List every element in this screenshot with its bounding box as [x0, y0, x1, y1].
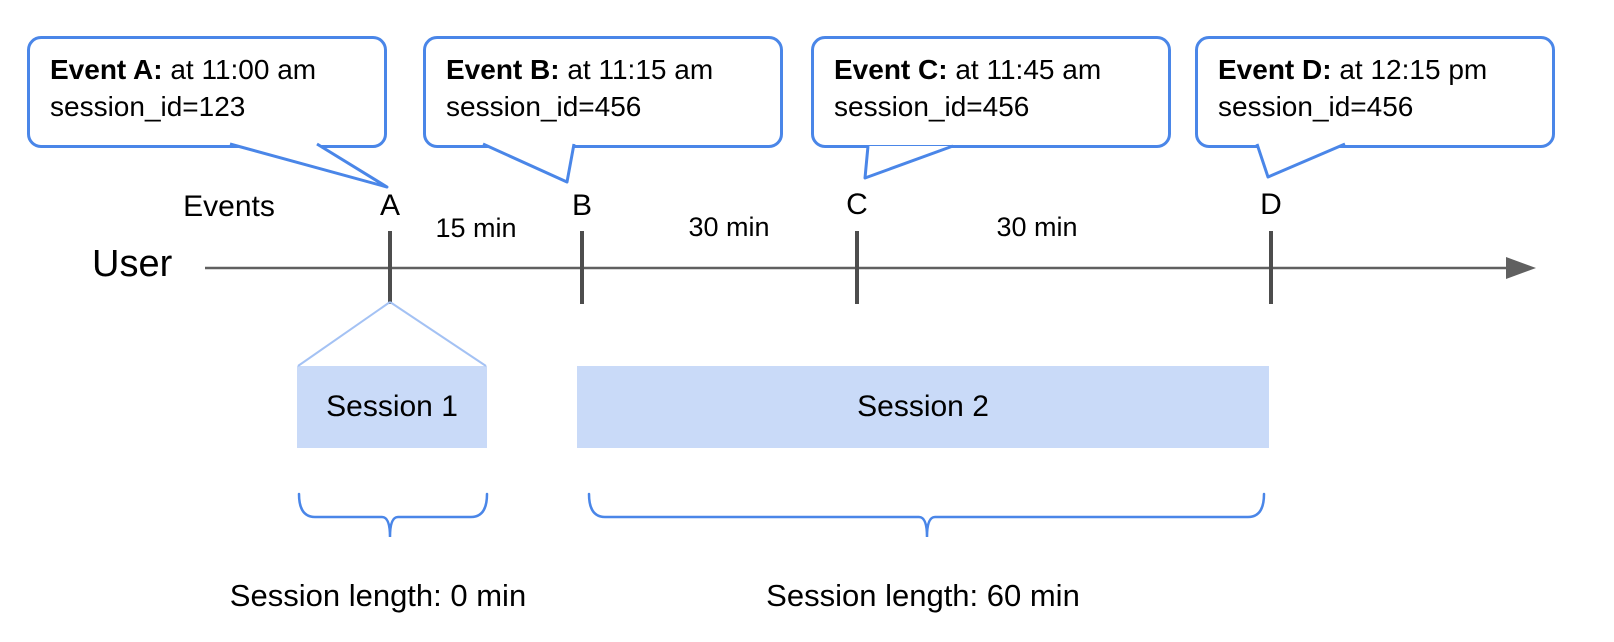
event-c-label: Event C: [834, 54, 948, 85]
callout-b-tail [482, 142, 576, 184]
callout-event-d: Event D: at 12:15 pm session_id=456 [1195, 36, 1555, 148]
callout-a-tail [229, 142, 389, 189]
session-2-bar: Session 2 [577, 366, 1269, 448]
events-row-label: Events [183, 190, 275, 223]
session-2-length-label: Session length: 60 min [766, 578, 1080, 613]
event-d-session-id: session_id=456 [1218, 91, 1414, 122]
callout-event-c-line1: Event C: at 11:45 am [834, 51, 1160, 88]
callout-event-b: Event B: at 11:15 am session_id=456 [423, 36, 783, 148]
event-a-session-id: session_id=123 [50, 91, 246, 122]
funnel-line-left [297, 301, 391, 367]
event-marker-b: B [571, 189, 593, 222]
timeline-arrowhead-icon [1506, 257, 1536, 279]
session-1-bar: Session 1 [297, 366, 487, 448]
session-1-label: Session 1 [326, 390, 458, 423]
event-b-label: Event B: [446, 54, 560, 85]
event-d-label: Event D: [1218, 54, 1332, 85]
interval-c-d: 30 min [996, 212, 1078, 242]
event-a-label: Event A: [50, 54, 163, 85]
interval-a-b: 15 min [435, 213, 517, 243]
callout-event-b-line1: Event B: at 11:15 am [446, 51, 772, 88]
event-d-time: at 12:15 pm [1331, 54, 1488, 85]
callout-d-tail [1255, 142, 1346, 179]
callout-event-d-line1: Event D: at 12:15 pm [1218, 51, 1544, 88]
user-axis-label: User [92, 243, 173, 285]
callout-event-a-line1: Event A: at 11:00 am [50, 51, 376, 88]
event-b-session-id: session_id=456 [446, 91, 642, 122]
interval-b-c: 30 min [688, 212, 770, 242]
session-1-length-label: Session length: 0 min [229, 578, 527, 613]
event-marker-c: C [846, 188, 868, 221]
event-c-session-id: session_id=456 [834, 91, 1030, 122]
callout-event-c: Event C: at 11:45 am session_id=456 [811, 36, 1171, 148]
session-2-label: Session 2 [857, 390, 989, 423]
session-2-brace [587, 492, 1266, 538]
event-marker-d: D [1260, 188, 1282, 221]
session-1-brace [297, 492, 489, 538]
funnel-line-right [389, 301, 487, 367]
event-marker-a: A [379, 189, 401, 222]
event-b-time: at 11:15 am [559, 54, 714, 85]
event-a-time: at 11:00 am [162, 54, 317, 85]
event-c-time: at 11:45 am [947, 54, 1102, 85]
callout-event-a: Event A: at 11:00 am session_id=123 [27, 36, 387, 148]
callout-c-tail [863, 144, 954, 180]
